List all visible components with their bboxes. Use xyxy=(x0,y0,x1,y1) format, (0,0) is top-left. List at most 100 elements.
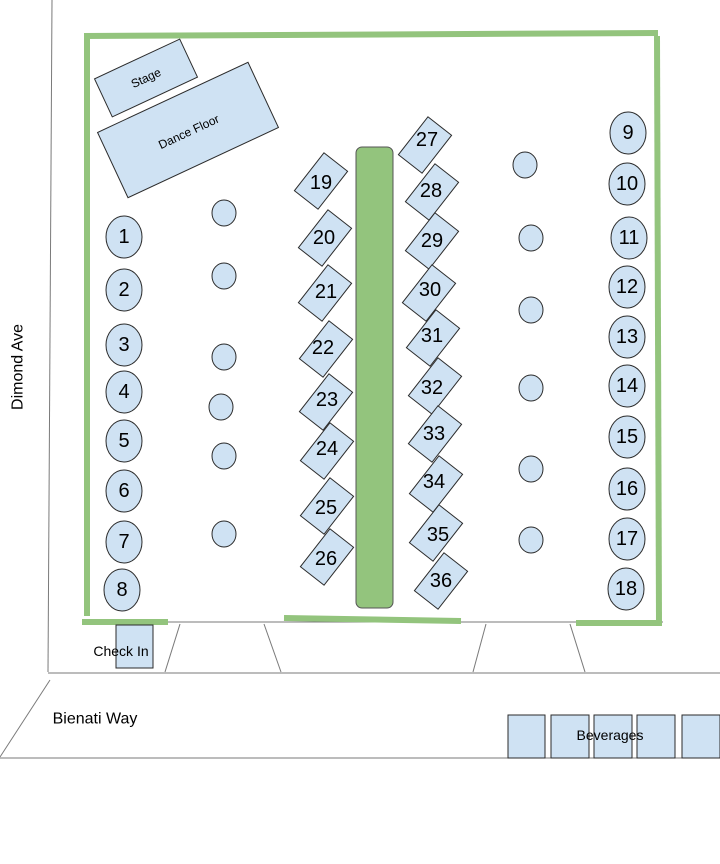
table-number: 6 xyxy=(118,480,129,502)
table-5[interactable]: 5 xyxy=(105,419,143,463)
table-number: 1 xyxy=(118,226,129,248)
table-number: 9 xyxy=(622,122,633,144)
wall-top xyxy=(83,30,659,39)
check-in-label: Check In xyxy=(93,643,148,659)
table-number: 33 xyxy=(423,423,445,445)
table-27[interactable] xyxy=(397,116,453,174)
table-20[interactable] xyxy=(297,209,353,267)
table-19[interactable] xyxy=(293,152,349,210)
table-25[interactable] xyxy=(299,477,355,535)
small-round-table xyxy=(211,343,237,371)
table-number: 2 xyxy=(118,279,129,301)
table-number: 22 xyxy=(312,337,334,359)
table-number: 23 xyxy=(316,389,338,411)
rect-tables-right: 27 28 29 30 31 32 33 34 35 36 xyxy=(397,116,469,610)
table-4[interactable]: 4 xyxy=(105,370,143,414)
table-number: 36 xyxy=(430,570,452,592)
table-23[interactable] xyxy=(298,373,354,431)
wall-right xyxy=(654,35,662,625)
table-3[interactable]: 3 xyxy=(105,323,143,367)
table-8[interactable]: 8 xyxy=(103,568,141,612)
table-number: 8 xyxy=(116,579,127,601)
table-36[interactable] xyxy=(413,552,469,610)
center-planter xyxy=(355,146,394,609)
table-number: 29 xyxy=(421,230,443,252)
small-round-table xyxy=(518,374,544,402)
table-number: 24 xyxy=(316,438,338,460)
table-number: 15 xyxy=(616,426,638,448)
table-number: 16 xyxy=(616,478,638,500)
beverages-stations[interactable]: Beverages xyxy=(507,714,720,759)
small-round-table xyxy=(518,296,544,324)
table-12[interactable]: 12 xyxy=(608,265,646,309)
table-number: 32 xyxy=(421,377,443,399)
table-15[interactable]: 15 xyxy=(608,415,646,459)
table-34[interactable] xyxy=(408,455,464,513)
table-number: 34 xyxy=(423,471,445,493)
rect-tables-left: 19 20 21 22 23 24 25 26 xyxy=(293,152,355,586)
table-1[interactable]: 1 xyxy=(105,215,143,259)
small-round-table xyxy=(211,199,237,227)
table-number: 21 xyxy=(315,281,337,303)
table-number: 18 xyxy=(615,578,637,600)
table-number: 11 xyxy=(619,227,640,249)
table-number: 10 xyxy=(616,173,638,195)
small-round-table xyxy=(518,526,544,554)
bienati-edge-left xyxy=(0,679,51,758)
entrance-left-edge-b xyxy=(263,623,282,673)
entrance-right-edge-a xyxy=(472,623,487,673)
beverages-label: Beverages xyxy=(577,727,644,743)
check-in-booth[interactable]: Check In xyxy=(93,624,154,669)
table-number: 25 xyxy=(315,497,337,519)
table-number: 27 xyxy=(416,129,438,151)
small-round-tables xyxy=(208,151,544,554)
table-30[interactable] xyxy=(401,264,457,322)
table-11[interactable]: 11 xyxy=(610,216,648,260)
small-round-table xyxy=(211,520,237,548)
table-35[interactable] xyxy=(408,504,464,562)
table-22[interactable] xyxy=(298,320,354,378)
table-28[interactable] xyxy=(404,163,460,221)
table-number: 3 xyxy=(118,334,129,356)
table-14[interactable]: 14 xyxy=(608,364,646,408)
table-9[interactable]: 9 xyxy=(609,111,647,155)
table-18[interactable]: 18 xyxy=(607,567,645,611)
table-number: 12 xyxy=(616,276,638,298)
wall-bottom-center xyxy=(283,615,462,624)
table-13[interactable]: 13 xyxy=(608,315,646,359)
table-number: 17 xyxy=(616,528,638,550)
table-32[interactable] xyxy=(407,357,463,415)
bienati-way-label: Bienati Way xyxy=(53,711,138,728)
stage: Stage xyxy=(93,38,199,118)
table-33[interactable] xyxy=(407,405,463,463)
table-number: 20 xyxy=(313,227,335,249)
table-number: 19 xyxy=(310,172,332,194)
table-number: 26 xyxy=(315,548,337,570)
table-17[interactable]: 17 xyxy=(608,517,646,561)
table-24[interactable] xyxy=(299,422,355,480)
table-2[interactable]: 2 xyxy=(105,268,143,312)
dimond-ave-label: Dimond Ave xyxy=(10,324,27,410)
table-7[interactable]: 7 xyxy=(105,520,143,564)
table-16[interactable]: 16 xyxy=(608,467,646,511)
table-26[interactable] xyxy=(299,528,355,586)
table-10[interactable]: 10 xyxy=(608,162,646,206)
table-29[interactable] xyxy=(404,212,460,270)
table-31[interactable] xyxy=(405,309,461,367)
table-number: 7 xyxy=(118,531,129,553)
dance-floor: Dance Floor xyxy=(96,61,280,199)
left-round-tables: 1 2 3 4 5 6 7 8 xyxy=(103,215,143,612)
table-number: 13 xyxy=(616,326,638,348)
right-round-tables: 9 10 11 12 13 14 15 16 17 18 xyxy=(607,111,648,611)
table-number: 30 xyxy=(419,279,441,301)
small-round-table xyxy=(211,262,237,290)
small-round-table xyxy=(211,442,237,470)
small-round-table xyxy=(208,393,234,421)
small-round-table xyxy=(512,151,538,179)
entrance-left-edge-a xyxy=(164,623,181,673)
table-number: 35 xyxy=(427,524,449,546)
table-21[interactable] xyxy=(297,264,353,322)
table-6[interactable]: 6 xyxy=(105,469,143,513)
table-number: 4 xyxy=(118,381,129,403)
